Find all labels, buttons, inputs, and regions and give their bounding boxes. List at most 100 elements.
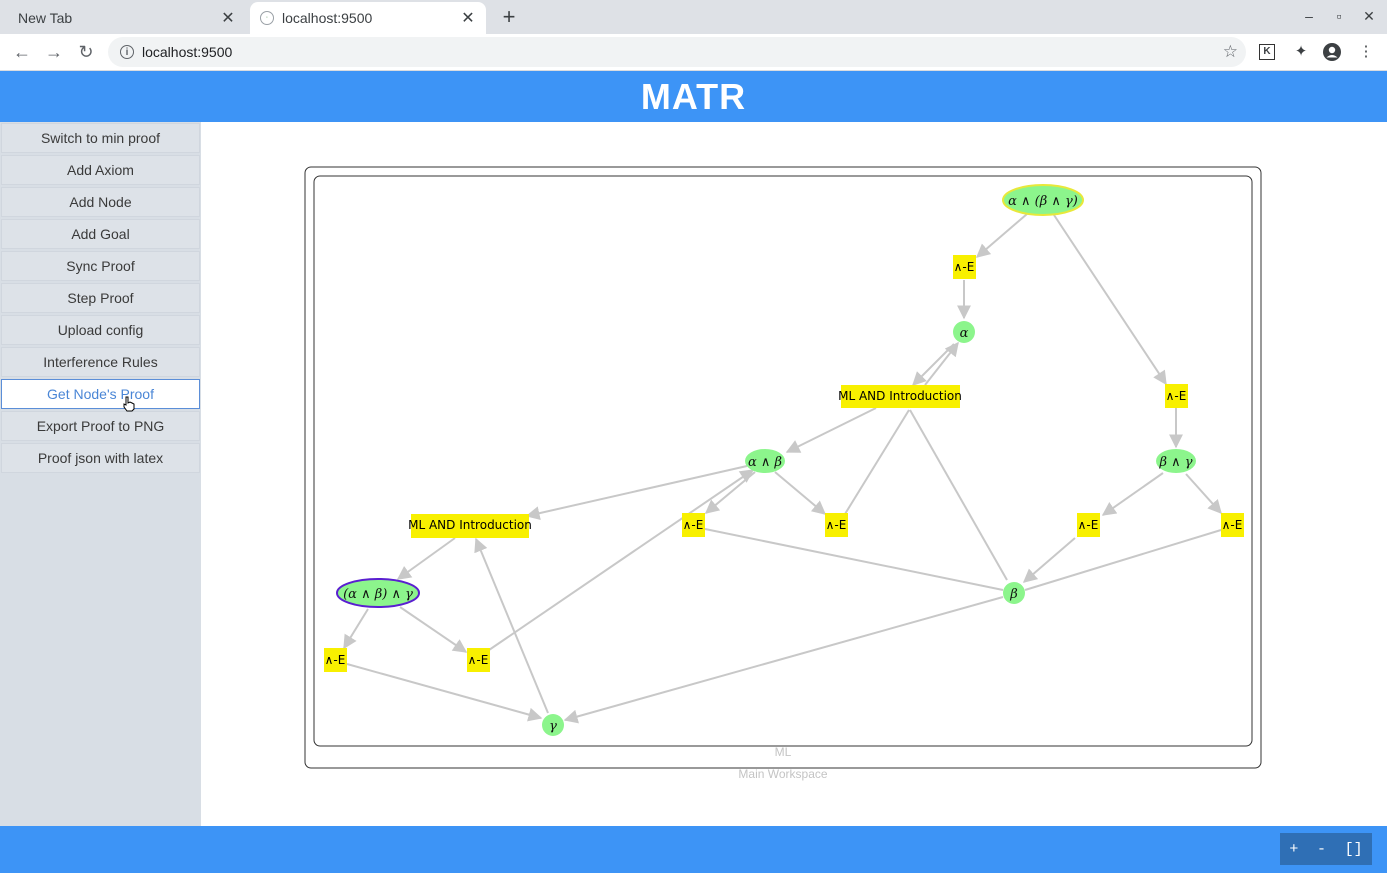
forward-arrow-icon[interactable]: → [45, 42, 63, 62]
proof-json-latex-button[interactable]: Proof json with latex [1, 443, 200, 473]
app-title: MATR [640, 75, 747, 117]
rule-node[interactable]: ∧-E [953, 255, 976, 279]
tab-title: New Tab [18, 10, 73, 26]
sync-proof-button[interactable]: Sync Proof [1, 251, 200, 281]
reload-icon[interactable]: ↻ [78, 42, 94, 62]
edge [1101, 472, 1164, 516]
rule-label: ∧-E [683, 518, 704, 532]
rule-nodes: ∧-E ML AND Introduction ∧-E ML AND Intro… [324, 255, 1244, 672]
kebab-menu-icon[interactable]: ⋮ [1358, 43, 1374, 60]
browser-toolbar: ← → ↻ i localhost:9500 ☆ K ✦ ⋮ [0, 34, 1387, 71]
back-arrow-icon[interactable]: ← [13, 42, 31, 62]
formula-label: α [960, 326, 969, 341]
puzzle-extensions-icon[interactable]: ✦ [1294, 43, 1308, 60]
edge [975, 213, 1028, 258]
upload-config-button[interactable]: Upload config [1, 315, 200, 345]
minimize-icon[interactable]: – [1305, 8, 1313, 24]
browser-tabbar: New Tab ✕ ◦ localhost:9500 ✕ + – ▫ ✕ [0, 0, 1387, 34]
formula-node[interactable]: α ∧ β [745, 449, 785, 473]
goal-formula-node[interactable]: (α ∧ β) ∧ γ [336, 578, 420, 608]
edge [909, 409, 1008, 581]
formula-node[interactable]: β ∧ γ [1156, 449, 1196, 473]
sidebar: Switch to min proof Add Axiom Add Node A… [0, 122, 201, 826]
rule-label: ∧-E [954, 260, 975, 274]
edge [704, 528, 1004, 591]
edge [343, 608, 369, 650]
rule-node[interactable]: ∧-E [825, 513, 848, 537]
add-axiom-button[interactable]: Add Axiom [1, 155, 200, 185]
formula-label: γ [549, 719, 557, 734]
interference-rules-button[interactable]: Interference Rules [1, 347, 200, 377]
rule-label: ∧-E [826, 518, 847, 532]
edge [1053, 214, 1167, 386]
main-workspace-frame[interactable] [304, 166, 1262, 769]
edge [1024, 529, 1222, 591]
rule-node[interactable]: ∧-E [324, 648, 347, 672]
ml-frame-label: ML [775, 745, 792, 759]
edge [396, 537, 456, 580]
edge [844, 409, 910, 515]
tab-title: localhost:9500 [282, 10, 373, 26]
main-workspace-label: Main Workspace [738, 767, 827, 781]
formula-nodes: α ∧ (β ∧ γ) α α ∧ β β ∧ γ (α ∧ β) ∧ γ β … [336, 184, 1196, 736]
edge [488, 469, 755, 651]
browser-tab-new-tab[interactable]: New Tab ✕ [8, 2, 246, 34]
rule-node[interactable]: ∧-E [1165, 384, 1188, 408]
rule-node[interactable]: ML AND Introduction [838, 385, 962, 408]
new-tab-button[interactable]: + [502, 4, 516, 29]
add-node-button[interactable]: Add Node [1, 187, 200, 217]
export-proof-png-button[interactable]: Export Proof to PNG [1, 411, 200, 441]
rule-node[interactable]: ∧-E [1221, 513, 1244, 537]
close-icon[interactable]: ✕ [221, 10, 235, 27]
maximize-icon[interactable]: ▫ [1336, 8, 1342, 24]
rule-node[interactable]: ML AND Introduction [408, 514, 532, 538]
rule-node[interactable]: ∧-E [682, 513, 705, 537]
zoom-controls: + - [] [1280, 833, 1372, 865]
graph-edges [343, 213, 1222, 724]
formula-node[interactable]: α ∧ (β ∧ γ) [1002, 184, 1084, 216]
formula-node[interactable]: γ [542, 714, 564, 736]
address-bar[interactable]: i localhost:9500 ☆ [108, 37, 1246, 67]
formula-label: α ∧ (β ∧ γ) [1008, 194, 1078, 209]
fit-view-button[interactable]: [] [1344, 840, 1363, 858]
formula-node[interactable]: β [1003, 582, 1025, 604]
edge [525, 465, 748, 521]
extension-k-icon[interactable]: K [1259, 44, 1275, 60]
zoom-out-button[interactable]: - [1316, 840, 1326, 858]
rule-label: ML AND Introduction [408, 518, 532, 532]
formula-label: β ∧ γ [1158, 455, 1192, 470]
bookmark-star-icon[interactable]: ☆ [1222, 42, 1238, 61]
ml-frame[interactable] [313, 175, 1253, 747]
window-close-icon[interactable]: ✕ [1363, 8, 1375, 24]
edge [563, 596, 1004, 724]
zoom-in-button[interactable]: + [1289, 840, 1299, 858]
switch-min-proof-button[interactable]: Switch to min proof [1, 123, 200, 153]
app-header: MATR [0, 71, 1387, 122]
rule-node[interactable]: ∧-E [467, 648, 490, 672]
close-icon[interactable]: ✕ [461, 10, 475, 27]
info-icon[interactable]: i [120, 45, 134, 59]
globe-icon: ◦ [260, 11, 274, 25]
step-proof-button[interactable]: Step Proof [1, 283, 200, 313]
browser-tab-localhost[interactable]: ◦ localhost:9500 ✕ [250, 2, 486, 34]
rule-label: ∧-E [325, 653, 346, 667]
profile-avatar-icon[interactable] [1322, 42, 1342, 62]
rule-node[interactable]: ∧-E [1077, 513, 1100, 537]
hand-cursor-icon [123, 396, 135, 412]
edge [1185, 473, 1222, 515]
rule-label: ∧-E [1078, 518, 1099, 532]
formula-label: α ∧ β [748, 455, 782, 470]
edge [346, 663, 543, 722]
edge [704, 471, 756, 514]
edge [785, 407, 877, 453]
url-text: localhost:9500 [142, 44, 233, 60]
app-footer: + - [] [0, 826, 1387, 873]
edge [924, 341, 959, 386]
edge [774, 471, 827, 515]
add-goal-button[interactable]: Add Goal [1, 219, 200, 249]
edge [1022, 537, 1076, 583]
edge [474, 537, 549, 714]
rule-label: ∧-E [1222, 518, 1243, 532]
formula-node[interactable]: α [953, 321, 975, 343]
